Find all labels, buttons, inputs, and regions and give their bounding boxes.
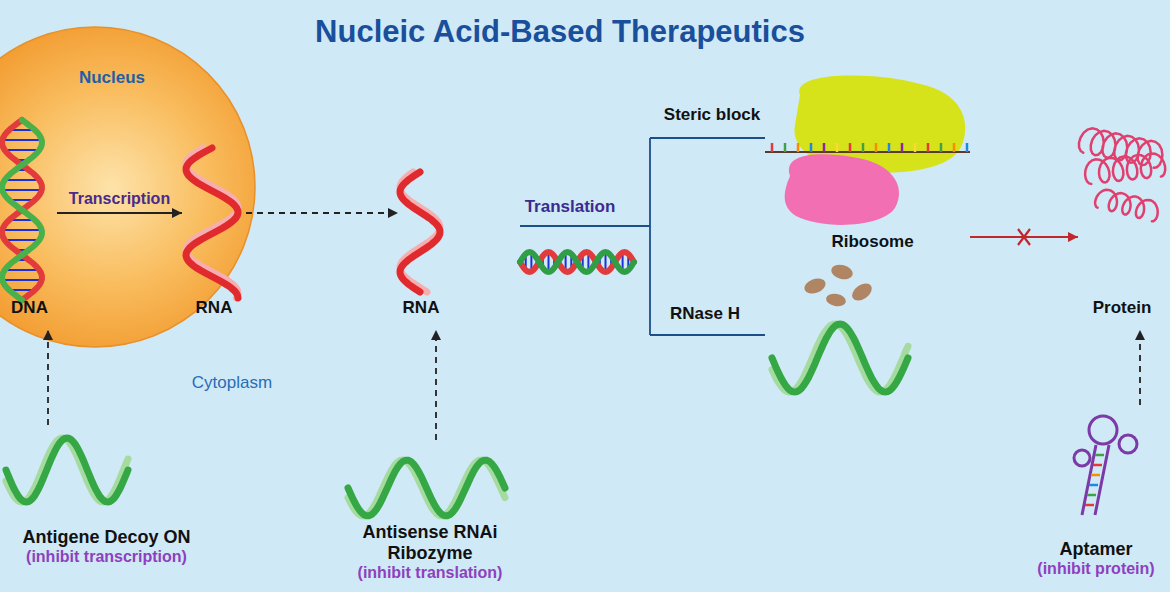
mrna-codon xyxy=(810,143,813,152)
block-cross xyxy=(1018,229,1030,245)
node-label: Aptamer xyxy=(1059,539,1132,560)
mrna-codon xyxy=(771,143,774,152)
mrna-codon xyxy=(888,143,891,152)
protein-coil xyxy=(1095,190,1158,222)
rna-node: RNA xyxy=(182,142,246,330)
dna-helix-rung xyxy=(5,179,40,181)
protein-coil xyxy=(1085,154,1165,184)
rna-helix-back xyxy=(186,148,238,298)
node-note: (inhibit transcription) xyxy=(26,548,187,566)
node-label: Antigene Decoy ON xyxy=(22,527,190,548)
node-label: RNA xyxy=(403,298,440,318)
node-label: Ribosome xyxy=(831,232,913,252)
translation-bracket xyxy=(520,138,765,335)
region-label: Cytoplasm xyxy=(192,373,272,393)
dna-helix-strand xyxy=(2,120,42,300)
node-label: DNA xyxy=(11,298,48,318)
rnaseh-helix-back xyxy=(772,324,908,392)
dna-helix-rung xyxy=(5,239,40,241)
dna-helix-rung xyxy=(2,139,41,141)
duplex-helix-strand xyxy=(520,252,634,272)
mrna-codon xyxy=(901,143,904,152)
nucleus-circle: NucleusDNA RNA xyxy=(0,28,255,346)
mrna-codon xyxy=(966,143,969,152)
aptamer-node: Aptamer(inhibit protein) xyxy=(1028,405,1164,588)
dna-helix-strand xyxy=(2,120,42,300)
dna-helix-rung xyxy=(2,189,41,191)
node-label: Nucleus xyxy=(79,68,145,88)
branch-label: Steric block xyxy=(664,105,760,125)
title: Nucleic Acid-Based Therapeutics xyxy=(315,14,805,50)
antisense-helix-front xyxy=(348,460,505,516)
node-note: (inhibit translation) xyxy=(358,564,503,582)
branch-label: RNase H xyxy=(670,304,740,324)
protein-node: Protein xyxy=(1078,112,1166,330)
mrna-codon xyxy=(797,143,800,152)
rnaseh-helix-front xyxy=(772,324,908,392)
mrna-codon xyxy=(849,143,852,152)
dashed-arrow xyxy=(47,330,49,425)
antisense-helix-back xyxy=(348,460,505,516)
rna-fragments xyxy=(802,262,875,307)
mrna-strand xyxy=(765,151,970,153)
dashed-arrow xyxy=(435,330,437,440)
mrna-codon xyxy=(875,143,878,152)
rna-node: RNA xyxy=(398,165,444,330)
dashed-arrow xyxy=(246,212,398,214)
decoy-helix-front xyxy=(6,438,128,502)
process-arrow xyxy=(57,212,182,214)
node-label: Antisense RNAi Ribozyme xyxy=(355,522,505,563)
decoy-helix-back xyxy=(6,438,128,502)
duplex-helix-strand xyxy=(520,252,634,272)
node-note: (inhibit protein) xyxy=(1037,560,1154,578)
mrna-codon xyxy=(836,143,839,152)
dna-node: DNA xyxy=(2,118,57,330)
mrna-codon xyxy=(940,143,943,152)
rna-helix-front xyxy=(400,172,440,292)
aptamer-bases xyxy=(1085,455,1104,505)
edge-label: Transcription xyxy=(69,190,170,208)
mrna-codon xyxy=(927,143,930,152)
step-label: Translation xyxy=(525,197,616,217)
mrna-codon xyxy=(784,143,787,152)
antisense-node: Antisense RNAi Ribozyme(inhibit translat… xyxy=(335,440,525,588)
ribosome-small-subunit xyxy=(785,154,899,225)
mrna-codon xyxy=(953,143,956,152)
dna-helix-rung xyxy=(2,279,41,281)
dna-helix-rung xyxy=(5,269,40,271)
decoy-node: Antigene Decoy ON(inhibit transcription) xyxy=(4,425,209,588)
dna-helix-rung xyxy=(5,149,40,151)
rna-helix-back xyxy=(400,172,440,292)
dna-helix-rung xyxy=(2,229,41,231)
aptamer-figure xyxy=(1074,416,1137,515)
dashed-arrow xyxy=(1139,330,1141,405)
node-label: Protein xyxy=(1093,298,1152,318)
nucleus-shape xyxy=(0,27,255,347)
mrna-codon xyxy=(823,143,826,152)
ribosome-node: Ribosome xyxy=(775,78,970,254)
mrna-codon xyxy=(914,143,917,152)
node-label: RNA xyxy=(196,298,233,318)
rna-helix-front xyxy=(186,148,238,298)
mrna-codon xyxy=(862,143,865,152)
